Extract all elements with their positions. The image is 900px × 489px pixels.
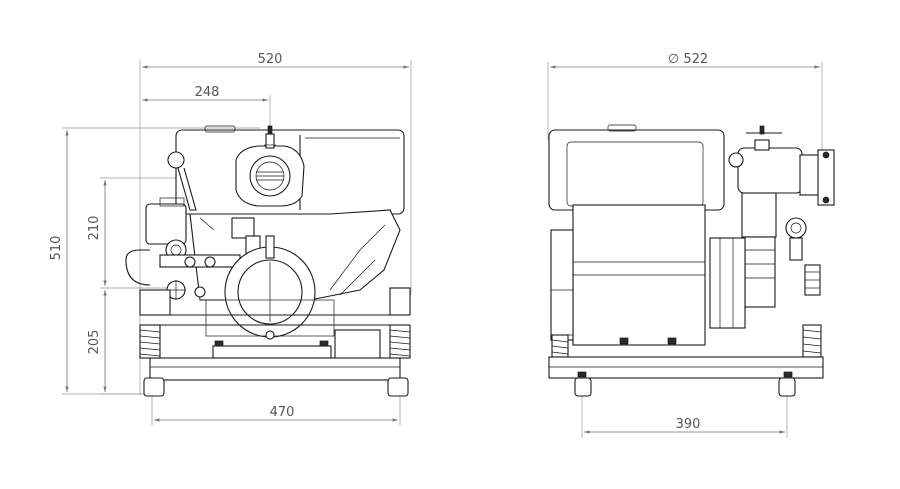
dim-label-522: ∅ 522 [668, 52, 708, 67]
side-spring-right [802, 324, 822, 358]
valve-assembly [235, 125, 305, 207]
dimension-522: ∅ 522 [547, 52, 823, 150]
dim-label-520: 520 [258, 52, 283, 67]
side-pump [709, 192, 821, 329]
spring-left [139, 324, 161, 359]
spring-right [389, 324, 411, 359]
front-view: 520 248 510 210 205 [49, 52, 412, 425]
dim-label-510: 510 [49, 236, 64, 261]
side-view: ∅ 522 390 [547, 52, 835, 438]
dimension-470: 470 [151, 385, 401, 425]
dimension-205: 205 [87, 290, 150, 395]
dimension-390: 390 [581, 390, 788, 438]
dim-label-470: 470 [270, 405, 295, 420]
dim-label-248: 248 [195, 85, 220, 100]
dim-label-390: 390 [676, 417, 701, 432]
side-engine [550, 204, 706, 346]
side-valve-assembly [728, 125, 835, 206]
side-spring-left [551, 334, 569, 358]
control-lever [145, 151, 197, 245]
dim-label-205: 205 [87, 330, 102, 355]
frame [139, 287, 411, 397]
side-fuel-tank [548, 124, 725, 211]
dim-label-210: 210 [87, 216, 102, 241]
side-frame [548, 356, 824, 397]
